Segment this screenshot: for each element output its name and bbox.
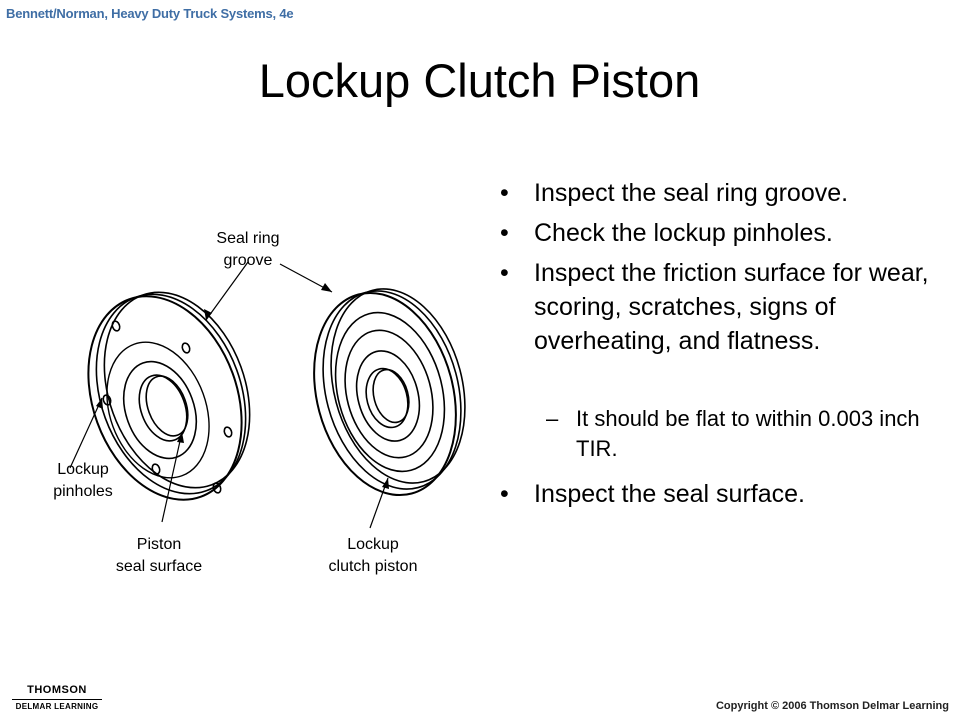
bullet-item: • Check the lockup pinholes.	[500, 216, 940, 250]
label-line: clutch piston	[328, 558, 418, 575]
label-line: Seal ring	[216, 230, 280, 247]
logo-line-2: DELMAR LEARNING	[15, 702, 99, 711]
label-lockup-pinholes: Lockup pinholes	[42, 459, 124, 503]
label-seal-ring-groove: Seal ring groove	[198, 228, 298, 272]
bullet-item-last: • Inspect the seal surface.	[500, 477, 805, 511]
bullet-list: • Inspect the seal ring groove. • Check …	[500, 176, 940, 364]
label-lockup-clutch-piston: Lockup clutch piston	[314, 534, 432, 578]
label-line: Lockup	[347, 536, 399, 553]
leader-lines	[69, 261, 389, 529]
label-line: Lockup	[57, 461, 109, 478]
slide-title: Lockup Clutch Piston	[258, 54, 701, 107]
arrowheads	[96, 283, 389, 489]
bullet-marker: •	[500, 179, 509, 207]
bullet-item: • Inspect the seal ring groove.	[500, 176, 940, 210]
logo-line-1: THOMSON	[27, 684, 87, 696]
bullet-text: Check the lockup pinholes.	[534, 219, 833, 247]
copyright-notice: Copyright © 2006 Thomson Delmar Learning	[715, 700, 949, 712]
bullet-marker: •	[500, 480, 509, 508]
label-line: groove	[223, 252, 273, 269]
right-piston-drawing	[313, 288, 466, 497]
sub-bullet-marker: –	[546, 406, 559, 431]
bullet-text: Inspect the seal ring groove.	[534, 179, 849, 207]
label-line: seal surface	[115, 558, 203, 575]
sub-bullet-text: It should be flat to within 0.003 inch T…	[576, 406, 920, 461]
bullet-marker: •	[500, 219, 509, 247]
course-header: Bennett/Norman, Heavy Duty Truck Systems…	[6, 6, 294, 21]
label-piston-seal-surface: Piston seal surface	[100, 534, 218, 578]
bullet-item: • Inspect the friction surface for wear,…	[500, 256, 940, 358]
sub-bullet: – It should be flat to within 0.003 inch…	[546, 404, 926, 464]
left-piston-drawing	[87, 291, 251, 501]
label-line: pinholes	[53, 483, 113, 500]
bullet-text: Inspect the seal surface.	[534, 480, 805, 508]
bullet-text: Inspect the friction surface for wear, s…	[534, 259, 929, 355]
logo-rule	[12, 699, 102, 700]
publisher-logo: THOMSON DELMAR LEARNING	[12, 684, 102, 712]
clutch-piston-illustration	[69, 261, 466, 529]
label-line: Piston	[136, 536, 182, 553]
bullet-marker: •	[500, 259, 509, 287]
